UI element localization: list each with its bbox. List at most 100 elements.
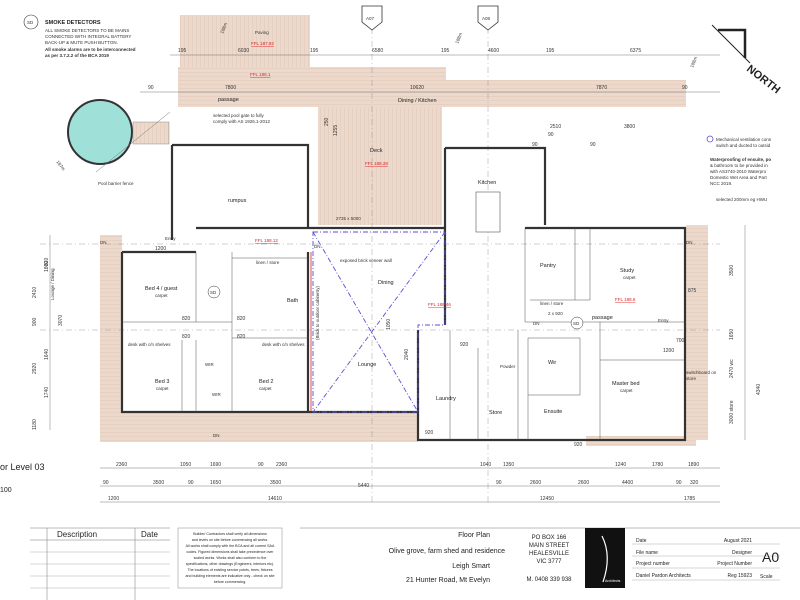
builder-note: Builder/ Contractors shall verify all di… xyxy=(177,527,283,589)
dim-misc-13: 920 xyxy=(574,442,583,448)
field-file-label: File name xyxy=(636,550,658,556)
field-project-label: Project number xyxy=(636,561,670,567)
svg-text:codes. Figured dimensions shal: codes. Figured dimensions shall take pre… xyxy=(187,550,275,554)
dim-left-8: 1180 xyxy=(32,419,38,430)
dim-bottom3-2: 5440 xyxy=(358,483,369,489)
ffl-paving: FFL 187.92 xyxy=(251,41,274,46)
dim-row3-1: 90 xyxy=(590,142,596,148)
dim-misc-5: 920 xyxy=(460,342,469,348)
room-lounge: Lounge xyxy=(358,362,376,368)
room-dining: Dining xyxy=(378,280,394,286)
cavity-note: (Brick to outdoor cabinetry) xyxy=(315,285,320,340)
mech-vent-note: Mechanical ventilation conn switch and d… xyxy=(706,135,772,148)
smoke-title: SMOKE DETECTORS xyxy=(45,20,101,26)
svg-text:Mechanical ventilation conn: Mechanical ventilation conn xyxy=(716,137,772,142)
dim-bottom1-7: 1240 xyxy=(615,462,626,468)
dim-bottom1-2: 1690 xyxy=(210,462,221,468)
field-file-value: Designer xyxy=(732,550,752,556)
svg-text:and building elements are indi: and building elements are indicative onl… xyxy=(186,574,275,578)
dim-left-0: 1800 xyxy=(44,261,50,272)
bearing-label-2: 188m xyxy=(454,32,463,45)
dim-left-1: 820 xyxy=(44,257,50,266)
dim-bottom3-4: 1785 xyxy=(684,496,695,502)
dn-left: DN xyxy=(100,240,107,245)
dim-misc-10: 1050 xyxy=(386,319,392,330)
switchboard-note-2: store xyxy=(686,376,697,381)
dn-marker: DN xyxy=(314,244,321,249)
room-rumpus: rumpus xyxy=(228,198,247,204)
revision-description-header: Description xyxy=(57,530,97,539)
dim-left-3: 900 xyxy=(32,317,38,326)
desk-left: desk with c/n shelves xyxy=(128,342,171,347)
svg-text:Domestic Wet Area and Part: Domestic Wet Area and Part xyxy=(710,175,767,180)
po-line-3: HEALESVILLE xyxy=(529,551,569,557)
room-kitchen: Kitchen xyxy=(478,180,496,186)
room-powder: Powder xyxy=(500,364,516,369)
bed3-carpet: carpet xyxy=(156,386,169,391)
dim-bottom2-9: 90 xyxy=(676,480,682,486)
dim-bottom1-1: 1050 xyxy=(180,462,191,468)
pool-fence-note: Pool barrier fence xyxy=(98,181,134,186)
dim-misc-8: 1200 xyxy=(663,348,674,354)
dim-right-0: 3500 xyxy=(729,265,735,276)
dim-bottom2-6: 2600 xyxy=(530,480,541,486)
room-wir-2: WIR xyxy=(212,392,221,397)
dim-top-4: 195 xyxy=(441,48,450,54)
dim-misc-1: 820 xyxy=(237,316,246,322)
dim-misc-12: 920 xyxy=(425,430,434,436)
scale-label: 100 xyxy=(0,487,12,494)
bearing-label-4: 187m xyxy=(55,160,66,172)
floor-level-label: or Level 03 xyxy=(0,462,45,472)
dim-bottom1-8: 1780 xyxy=(652,462,663,468)
dim-top-7: 6375 xyxy=(630,48,641,54)
dim-bottom2-4: 3500 xyxy=(270,480,281,486)
dim-top-1: 6030 xyxy=(238,48,249,54)
room-entry-left: Entry xyxy=(165,236,176,241)
dim-row3-2: 3800 xyxy=(624,124,635,130)
dim-bottom2-7: 2600 xyxy=(578,480,589,486)
dim-top-2: 195 xyxy=(310,48,319,54)
client-name: Leigh Smart xyxy=(452,563,490,570)
smoke-line-3: BACK-UP & MUTE PUSH BUTTON. xyxy=(45,40,118,45)
pool-gate-note-1: selected pool gate to fully xyxy=(213,113,265,118)
building-walls xyxy=(120,143,687,442)
svg-text:scaled works. Works shall also: scaled works. Works shall also conform t… xyxy=(194,556,267,560)
room-wir-master: Wir xyxy=(548,360,556,366)
smoke-line-2: CONNECTED WITH INTEGRAL BATTERY xyxy=(45,34,131,39)
revision-table: Description Date xyxy=(30,527,170,600)
dim-misc-0: 820 xyxy=(182,316,191,322)
svg-text:and levels on site before comm: and levels on site before commencing all… xyxy=(192,538,268,542)
desk-right: desk with c/n shelves xyxy=(262,342,305,347)
dim-top-6: 195 xyxy=(546,48,555,54)
svg-text:NCC 2019.: NCC 2019. xyxy=(710,181,732,186)
svg-text:switch and ducted to outsid: switch and ducted to outsid xyxy=(716,143,771,148)
north-label: NORTH xyxy=(744,63,782,97)
switchboard-note-1: switchboard on xyxy=(686,370,717,375)
dim-bottom3-0: 1200 xyxy=(108,496,119,502)
site-address: 21 Hunter Road, Mt Evelyn xyxy=(406,577,490,584)
dim-right-1: 2470 wc xyxy=(729,359,735,378)
svg-text:The locations of existing serv: The locations of existing service points… xyxy=(187,568,272,572)
ffl-entry: FFL 188.12 xyxy=(255,238,278,243)
dn-bottom: DN xyxy=(213,433,220,438)
ffl-study: FFL 188.6 xyxy=(615,297,636,302)
study-carpet: carpet xyxy=(623,275,636,280)
field-date-label: Date xyxy=(636,538,647,544)
dim-bottom2-3: 1650 xyxy=(210,480,221,486)
svg-text:Waterproofing of ensuite, po: Waterproofing of ensuite, po xyxy=(710,157,771,162)
grid-label-a08: A08 xyxy=(482,16,491,21)
dim-misc-9: 2040 xyxy=(404,349,410,360)
bed4-carpet: carpet xyxy=(155,293,168,298)
field-architect-value: Reg 15923 xyxy=(728,573,753,579)
dn-center: DN xyxy=(533,321,540,326)
field-architect-label: Daniel Pardon Architects xyxy=(636,573,691,579)
paving-label: Paving xyxy=(255,30,269,35)
grid-bubble-a07 xyxy=(361,5,383,31)
brick-veneer-note: exposed brick veneer wall xyxy=(340,258,392,263)
dim-top-3: 6580 xyxy=(372,48,383,54)
pool-path xyxy=(132,121,170,145)
dim-bottom1-3: 90 xyxy=(258,462,264,468)
po-line-4: VIC 3777 xyxy=(536,559,562,565)
dim-bottom1-4: 2360 xyxy=(276,462,287,468)
